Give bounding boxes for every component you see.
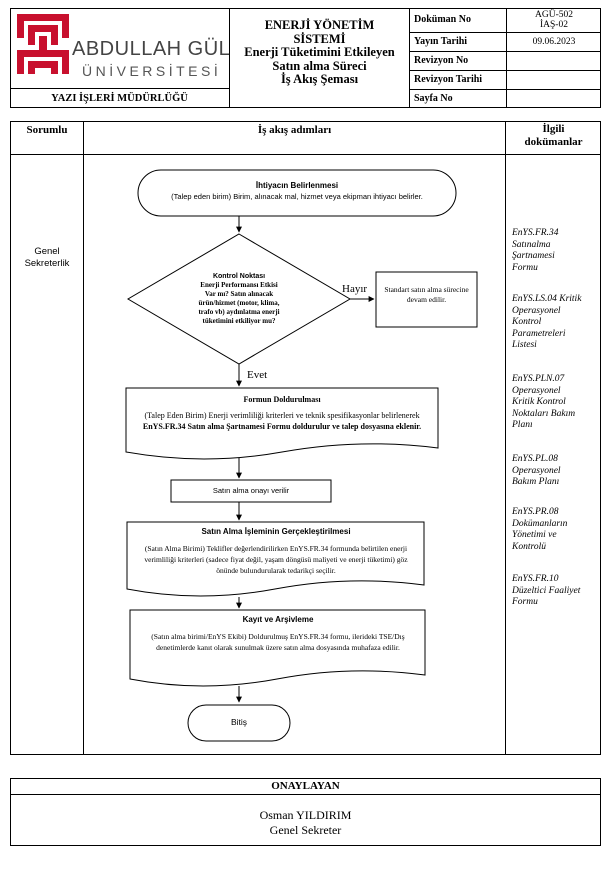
no-branch-box	[375, 271, 478, 328]
decision-line: Enerji Performansı Etkisi	[200, 281, 278, 289]
approval-step: Satın alma onayı verilir	[212, 486, 290, 495]
start-step-title: İhtiyacın Belirlenmesi	[255, 181, 339, 190]
approval-heading: ONAYLAYAN	[271, 780, 340, 792]
approver-role: Genel Sekreter	[269, 823, 342, 837]
form-step-text: (Talep Eden Birim) Enerji verimliliği kr…	[132, 410, 432, 432]
decision-line: ürün/hizmet (motor, klima,	[198, 299, 280, 307]
title-line-2: SİSTEMİ	[293, 31, 346, 46]
end-step: Bitiş	[230, 717, 248, 727]
column-header-steps: İş akış adımları	[257, 124, 332, 136]
column-header-documents: İlgili dokümanlar	[506, 123, 601, 149]
decision-line: tüketimini etkiliyor mu?	[202, 317, 276, 325]
title-line-1: ENERJİ YÖNETİM	[264, 18, 375, 32]
form-step-text-bold: EnYS.FR.34 Satın alma Şartnamesi Formu d…	[142, 422, 422, 431]
form-step-title: Formun Doldurulması	[243, 395, 321, 404]
meta-value-page	[506, 88, 601, 108]
column-header-responsible: Sorumlu	[26, 124, 68, 136]
title-line-4: Satın alma Süreci	[272, 58, 367, 73]
col-divider-1	[83, 121, 84, 755]
approval-box	[170, 479, 332, 503]
form-step: Formun Doldurulması (Talep Eden Birim) E…	[132, 394, 432, 432]
end-terminator	[187, 704, 291, 742]
responsible-line1: Genel	[34, 246, 60, 257]
header-row-divider	[10, 154, 601, 155]
archive-document-shape	[129, 609, 426, 687]
logo-cell: ABDULLAH GÜL ÜNİVERSİTESİ	[10, 8, 230, 89]
university-subname: ÜNİVERSİTESİ	[82, 63, 222, 79]
approval-block	[10, 778, 601, 846]
title-line-5: İş Akış Şeması	[280, 72, 359, 86]
purchase-step-title: Satın Alma İşleminin Gerçekleştirilmesi	[201, 527, 351, 536]
start-step-text: (Talep eden birim) Birim, alınacak mal, …	[171, 192, 423, 201]
responsible-line2: Sekreterlik	[24, 258, 70, 269]
decision-step: Kontrol Noktası Enerji Performansı Etkis…	[180, 272, 298, 326]
archive-step: Kayıt ve Arşivleme (Satın alma birimi/En…	[136, 614, 420, 653]
purchase-step: Satın Alma İşleminin Gerçekleştirilmesi …	[134, 526, 418, 576]
university-name: ABDULLAH GÜL	[72, 38, 231, 60]
approval-divider	[10, 794, 601, 795]
workflow-table	[10, 121, 601, 755]
archive-step-title: Kayıt ve Arşivleme	[242, 615, 314, 624]
meta-label: Sayfa No	[410, 88, 507, 108]
column-header-documents-line1: İlgili	[542, 123, 565, 135]
column-header-documents-line2: dokümanlar	[524, 136, 583, 148]
approver-name: Osman YILDIRIM	[259, 808, 352, 822]
document-title: ENERJİ YÖNETİM SİSTEMİ Enerji Tüketimini…	[230, 8, 410, 108]
col-divider-2	[505, 121, 506, 755]
purchase-document-shape	[126, 521, 425, 597]
decision-line: Var mı? Satın alınacak	[204, 290, 274, 298]
responsible-unit: Genel Sekreterlik	[11, 246, 83, 270]
decision-line: Kontrol Noktası	[212, 273, 266, 280]
title-line-3: Enerji Tüketimini Etkileyen	[244, 45, 395, 59]
yes-label: Evet	[247, 369, 268, 381]
archive-step-text: (Satın alma birimi/EnYS Ekibi) Doldurulm…	[151, 632, 405, 652]
purchase-step-text: (Satın Alma Birimi) Teklifler değerlendi…	[144, 544, 408, 575]
form-step-text-plain: (Talep Eden Birim) Enerji verimliliği kr…	[144, 411, 420, 420]
no-label: Hayır	[342, 283, 368, 295]
form-document-shape	[125, 387, 439, 460]
unit-name: YAZI İŞLERİ MÜDÜRLÜĞÜ	[10, 89, 230, 108]
start-terminator	[137, 169, 457, 217]
university-logo-icon	[17, 14, 69, 74]
no-branch-text: Standart satın alma sürecine devam edili…	[384, 285, 469, 304]
decision-line: trafo vb) aydınlatma enerji	[198, 308, 280, 316]
start-step: İhtiyacın Belirlenmesi (Talep eden birim…	[150, 180, 444, 202]
